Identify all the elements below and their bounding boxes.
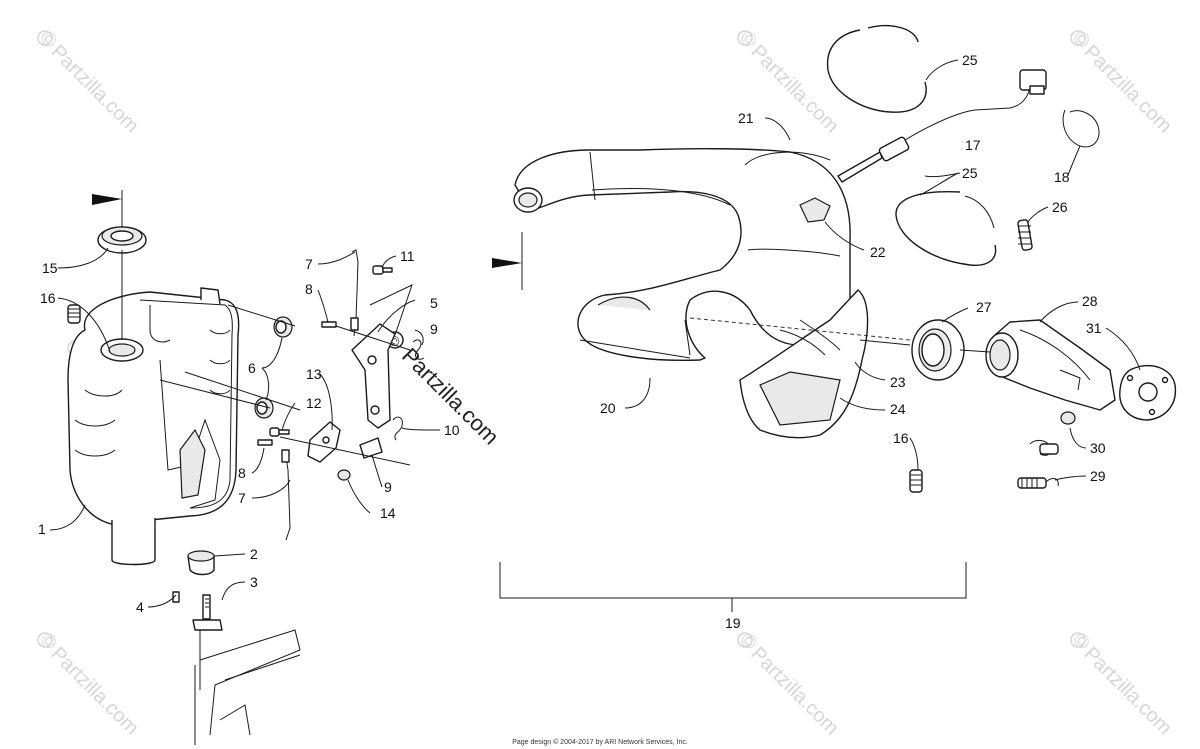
muffler-part[interactable] [67, 287, 240, 566]
callout-28: 28 [1082, 293, 1098, 309]
callout-30: 30 [1090, 440, 1106, 456]
callout-1: 1 [38, 521, 46, 537]
callout-8-lower: 8 [238, 465, 246, 481]
bracket-part-13[interactable] [307, 421, 341, 463]
callout-17: 17 [965, 137, 981, 153]
manifold-part[interactable] [985, 319, 1116, 411]
callout-6: 6 [248, 360, 256, 376]
watermark-text: Partzilla.com [46, 643, 143, 740]
callout-20: 20 [600, 400, 616, 416]
callout-13: 13 [306, 366, 322, 382]
callout-27: 27 [976, 299, 992, 315]
callout-14: 14 [380, 505, 396, 521]
callout-2: 2 [250, 546, 258, 562]
pin-part-lower[interactable] [257, 439, 273, 446]
callout-12: 12 [306, 395, 322, 411]
callout-22: 22 [870, 244, 886, 260]
callout-15: 15 [42, 260, 58, 276]
spring-part[interactable] [67, 304, 81, 324]
sensor-part[interactable] [837, 69, 1047, 183]
spring-part-29[interactable] [1017, 439, 1059, 489]
callout-9-upper: 9 [430, 321, 438, 337]
watermark-text: Partzilla.com [746, 643, 843, 740]
bolt-part[interactable] [372, 265, 393, 275]
band-clamp-part-lower[interactable] [895, 190, 997, 266]
spring-part-16-right[interactable] [909, 469, 923, 493]
band-clamp-part-upper[interactable] [826, 24, 927, 113]
nut-part-30[interactable] [1060, 411, 1076, 425]
callout-4: 4 [136, 599, 144, 615]
clip-part-10[interactable] [392, 416, 403, 441]
isolator-part[interactable] [187, 550, 215, 576]
direction-arrow-right [492, 232, 523, 290]
callout-11: 11 [400, 248, 415, 264]
callout-7-upper: 7 [305, 256, 313, 272]
callout-25-upper: 25 [962, 52, 978, 68]
callout-7-lower: 7 [238, 490, 246, 506]
callout-31: 31 [1086, 320, 1102, 336]
callout-24: 24 [890, 401, 906, 417]
frame-outline [194, 629, 301, 745]
callout-21: 21 [738, 110, 754, 126]
callout-5: 5 [430, 295, 438, 311]
bracket-part[interactable] [351, 323, 396, 429]
callout-29: 29 [1090, 468, 1106, 484]
bushing-part-upper[interactable] [273, 316, 293, 338]
callout-8-upper: 8 [305, 281, 313, 297]
callout-23: 23 [890, 374, 906, 390]
bushing-part-lower[interactable] [254, 397, 274, 419]
clip-part-lower[interactable] [359, 437, 383, 459]
expansion-chamber-part[interactable] [513, 147, 869, 439]
callout-leaders [49, 59, 1141, 608]
clamp-ring-part[interactable] [1062, 109, 1100, 148]
watermark-text: Partzilla.com [46, 41, 143, 138]
gasket-ring-part[interactable] [911, 319, 965, 381]
pin-part-upper[interactable] [321, 321, 337, 328]
nut-part[interactable] [337, 469, 351, 481]
callout-3: 3 [250, 574, 258, 590]
callout-9-lower: 9 [384, 479, 392, 495]
bolt-part-12[interactable] [269, 427, 290, 437]
assembly-bracket-line [499, 562, 967, 612]
callout-18: 18 [1054, 169, 1070, 185]
grommet-part[interactable] [97, 226, 147, 254]
spring-wire-part-lower[interactable] [281, 449, 291, 541]
callout-25-lower: 25 [962, 165, 978, 181]
stud-part[interactable] [192, 594, 223, 631]
footer-copyright: Page design © 2004-2017 by ARI Network S… [512, 739, 688, 746]
callout-labels: 15 16 1 2 3 4 5 6 7 7 8 8 9 9 10 11 12 1… [38, 52, 1106, 631]
screw-part[interactable] [172, 591, 180, 603]
callout-10: 10 [444, 422, 460, 438]
spring-wire-part-upper[interactable] [350, 249, 359, 337]
callout-26: 26 [1052, 199, 1068, 215]
callout-16: 16 [40, 290, 56, 306]
spring-part-26[interactable] [1017, 219, 1033, 251]
callout-19: 19 [725, 615, 741, 631]
clip-part-upper[interactable] [412, 339, 425, 360]
watermark-text: Partzilla.com [1079, 643, 1176, 740]
flange-gasket-part[interactable] [1119, 365, 1177, 421]
watermark-text: Partzilla.com [1079, 41, 1176, 138]
callout-16-right: 16 [893, 430, 909, 446]
